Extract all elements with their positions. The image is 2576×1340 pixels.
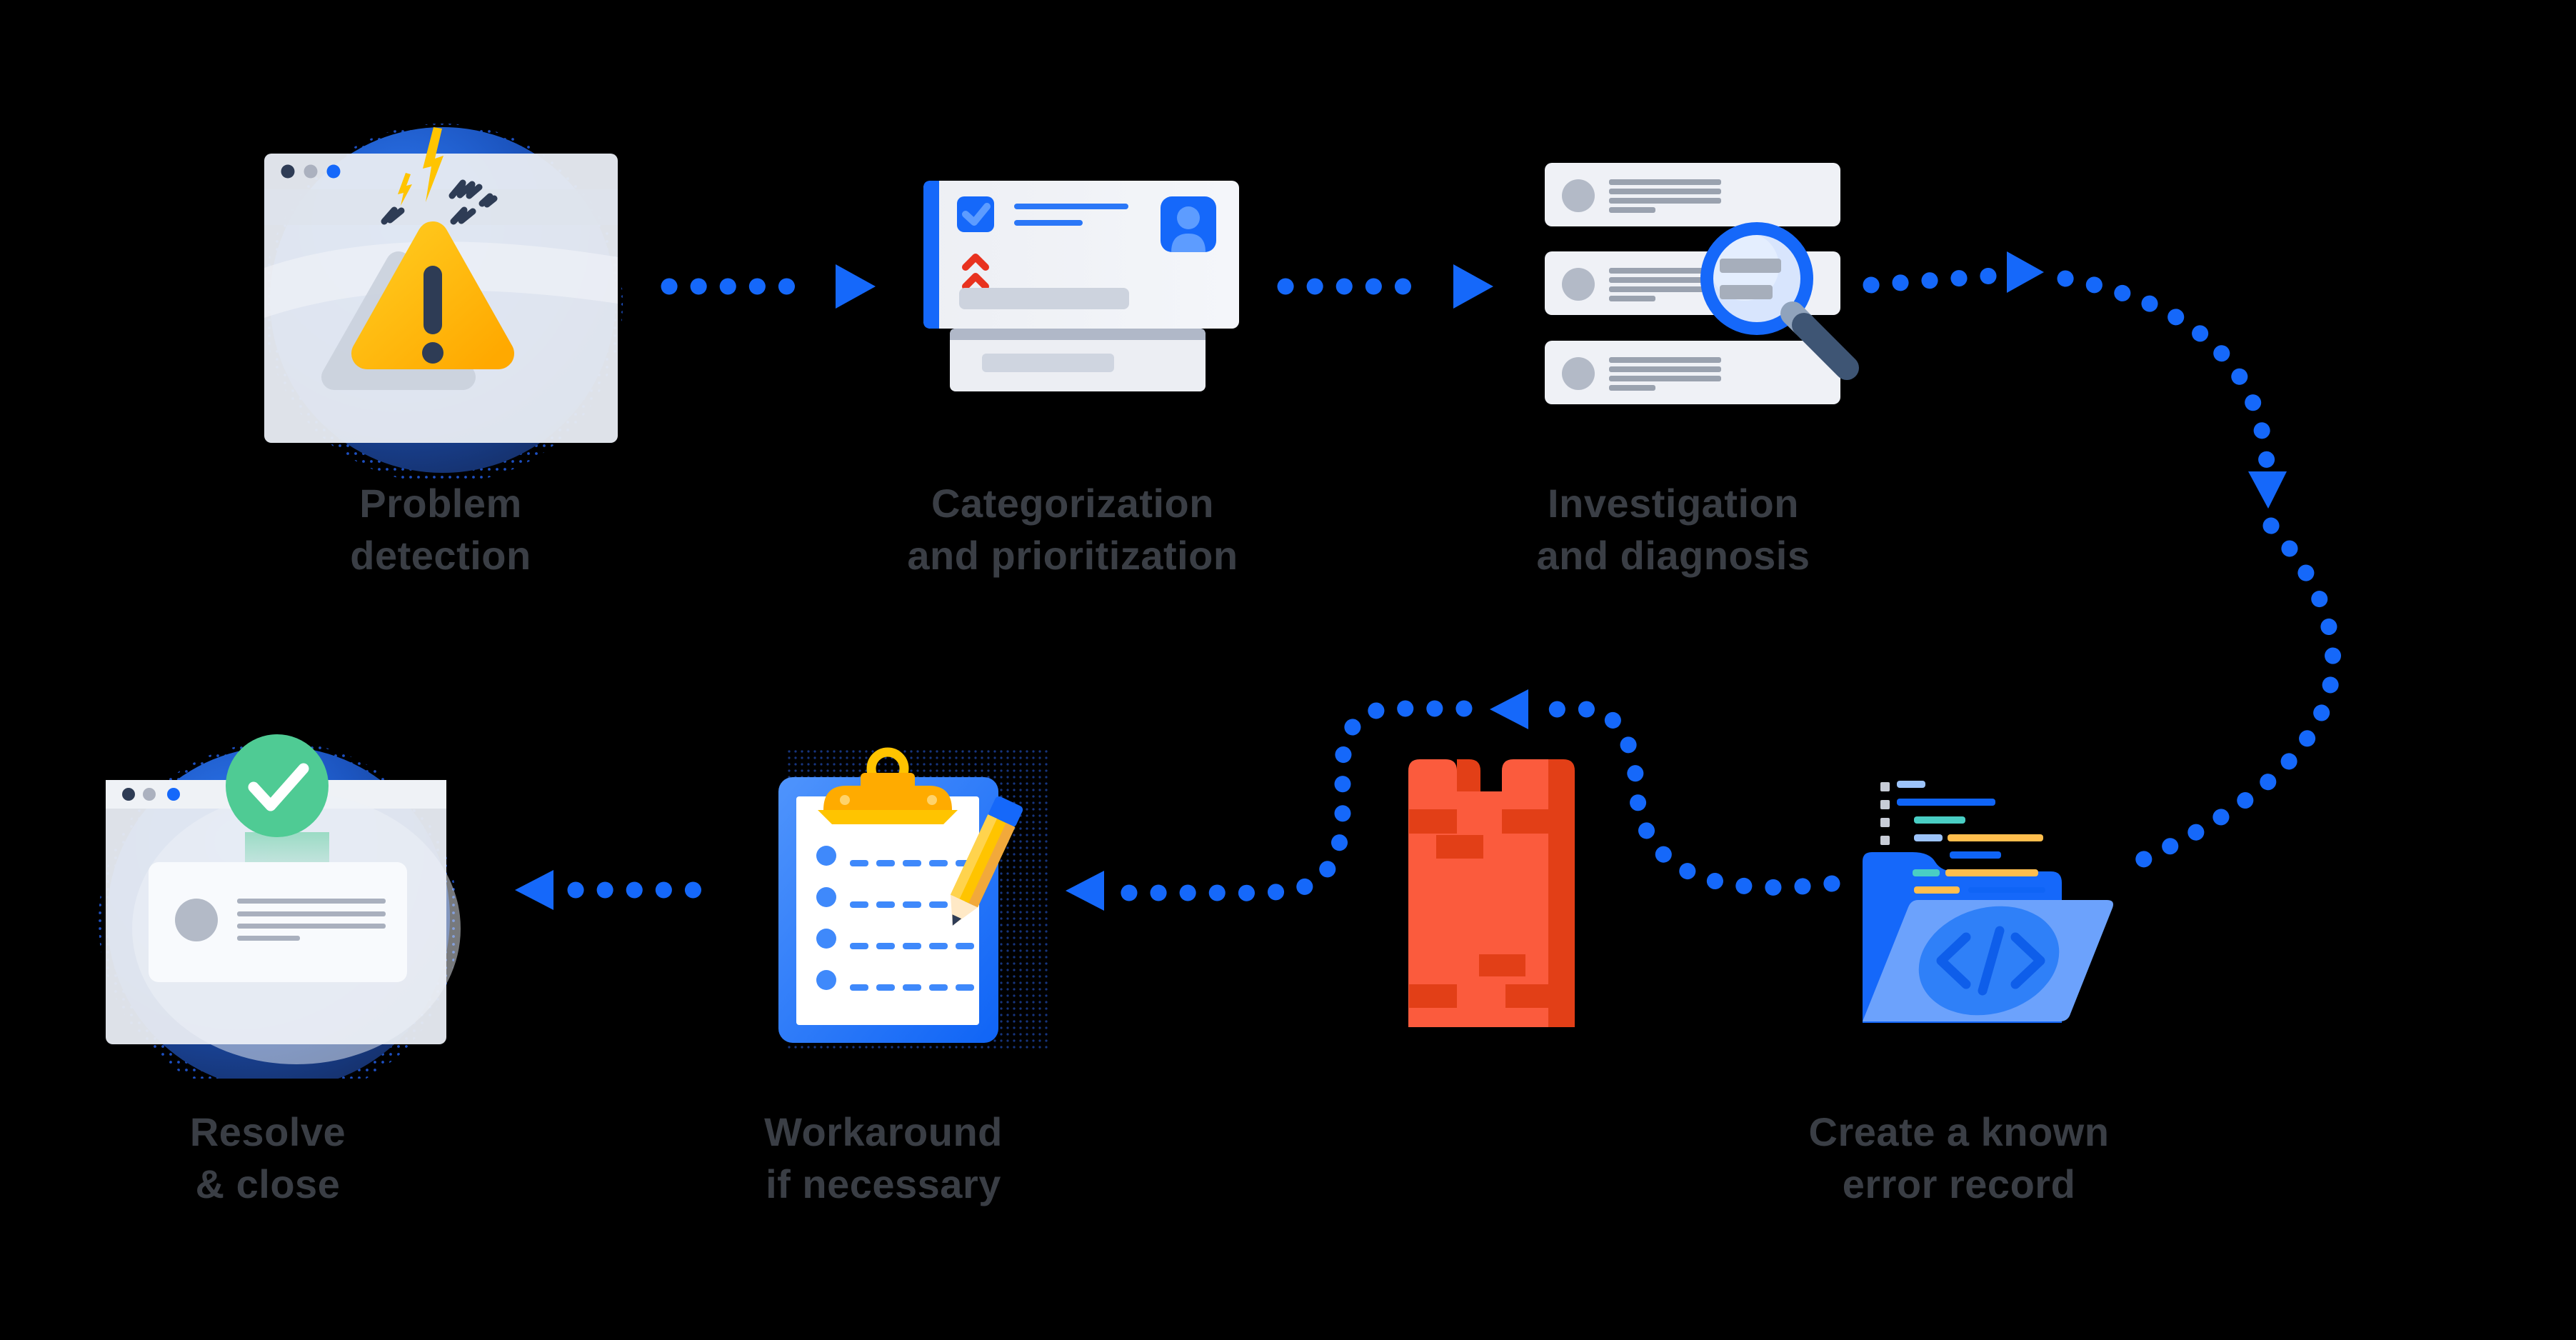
label-line: & close <box>195 1161 341 1206</box>
curve-dots-folder-to-barrier-arch <box>1535 701 1840 896</box>
label-line: Workaround <box>764 1109 1003 1154</box>
shake-squiggles <box>381 179 498 225</box>
arrowhead-left-over-barrier <box>1490 689 1528 729</box>
exclamation-mark-icon <box>422 266 443 364</box>
label-line: if necessary <box>766 1161 1001 1206</box>
step-label-investigation: Investigation and diagnosis <box>1495 477 1852 581</box>
title-line <box>1014 220 1083 226</box>
code-lines-on-folder <box>1913 869 2045 894</box>
label-line: Resolve <box>189 1109 346 1154</box>
back-card <box>950 329 1206 391</box>
label-line: Categorization <box>931 481 1214 526</box>
record-row <box>1545 163 1840 226</box>
label-line: detection <box>350 533 531 578</box>
success-check-icon <box>226 734 329 837</box>
magnifier-icon <box>1700 222 1859 380</box>
investigation-illustration <box>1545 163 1859 404</box>
roadblock-wall-icon <box>1408 759 1575 1027</box>
categorization-illustration <box>923 181 1239 391</box>
record-row <box>1545 341 1840 404</box>
arrowhead-right-2 <box>1453 264 1493 309</box>
checkmark-glyph <box>962 203 991 226</box>
arrow-dots-investigation-exit <box>1863 267 2001 294</box>
label-line: and prioritization <box>907 533 1238 578</box>
arrowhead-left-to-clipboard <box>1066 871 1104 911</box>
record-rows <box>1545 163 1840 404</box>
priority-highest-icon <box>962 254 989 290</box>
arrowhead-right-3 <box>2007 251 2044 293</box>
window-dot-blue <box>167 788 180 801</box>
window-dot-dark <box>281 164 295 179</box>
lightning-bolt-icon <box>398 127 443 206</box>
step-label-known-error: Create a known error record <box>1780 1106 2138 1210</box>
checklist <box>816 846 974 991</box>
step-label-workaround: Workaround if necessary <box>705 1106 1062 1210</box>
step-label-problem-detection: Problem detection <box>334 477 548 581</box>
curve-dots-barrier-arch-to-clipboard <box>1101 700 1473 901</box>
curve-dots-right-upper <box>2057 270 2275 471</box>
description-bar <box>959 288 1129 309</box>
resolved-card <box>149 862 407 982</box>
clipboard <box>778 747 998 1043</box>
assignee-avatar <box>1161 196 1216 252</box>
label-line: and diagnosis <box>1536 533 1810 578</box>
window-dot-blue <box>326 164 341 179</box>
arrowhead-right-1 <box>836 264 876 309</box>
known-error-record-illustration <box>1863 781 2113 1023</box>
card-accent-strip <box>923 181 939 329</box>
label-line: Create a known <box>1808 1109 2110 1154</box>
arrowhead-left-to-resolve <box>515 870 553 910</box>
window-dot-gray <box>143 788 156 801</box>
window-dot-dark <box>122 788 135 801</box>
label-line: Investigation <box>1548 481 1799 526</box>
avatar <box>175 899 218 941</box>
resolve-close-illustration <box>99 734 461 1079</box>
curve-dots-right-lower <box>2130 517 2342 870</box>
code-lines <box>1897 781 2043 859</box>
label-line: Problem <box>359 481 522 526</box>
window-dot-gray <box>304 164 318 179</box>
problem-detection-illustration <box>263 124 623 484</box>
step-label-categorization: Categorization and prioritization <box>894 477 1251 581</box>
code-brackets-icon <box>1936 926 2045 996</box>
title-line <box>1014 204 1128 209</box>
workaround-illustration <box>778 747 1050 1050</box>
pencil-icon <box>950 796 1023 926</box>
step-label-resolve-close: Resolve & close <box>89 1106 446 1210</box>
ticket-card <box>923 181 1239 329</box>
label-line: error record <box>1842 1161 2076 1206</box>
arrowhead-down <box>2248 471 2287 509</box>
clipboard-clip <box>818 747 958 824</box>
wall-bricks <box>1409 809 1549 1008</box>
